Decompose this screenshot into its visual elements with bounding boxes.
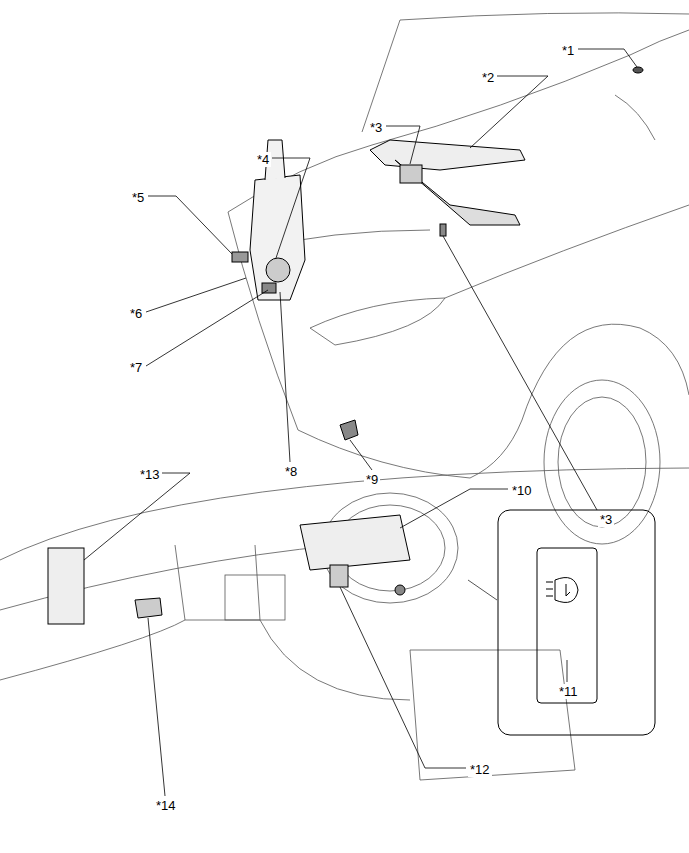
car-body: [228, 13, 689, 544]
callout-number: *4: [255, 152, 271, 167]
callout-number: *8: [283, 464, 299, 479]
callout-number: *7: [128, 360, 144, 375]
leader-lines: [84, 49, 637, 796]
callout-number: *5: [130, 190, 146, 205]
callout-number: *9: [364, 472, 380, 487]
callout-number: *3: [368, 120, 384, 135]
callout-number: *12: [468, 762, 492, 777]
callout-number: *13: [138, 467, 162, 482]
parts: [232, 67, 643, 440]
callout-number: *14: [154, 798, 178, 813]
callout-number: *10: [510, 483, 534, 498]
inset: [468, 510, 655, 735]
callout-number: *6: [128, 306, 144, 321]
dashboard: [0, 468, 689, 780]
callout-number: *2: [480, 70, 496, 85]
callout-number: *11: [557, 684, 580, 699]
dash-parts: [48, 515, 410, 624]
callout-number: *1: [560, 43, 576, 58]
callout-number: *3: [598, 512, 614, 527]
